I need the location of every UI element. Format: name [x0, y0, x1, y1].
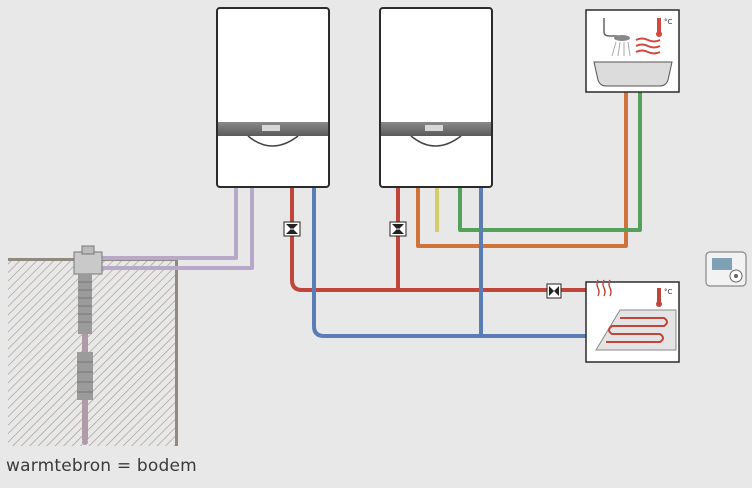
supply-pipes — [290, 187, 600, 292]
valve-icon — [389, 221, 407, 237]
ground-probe-icon — [73, 245, 103, 445]
ground-loop-pipes — [100, 187, 254, 270]
wall-boiler-icon — [216, 7, 330, 188]
svg-text:°C: °C — [664, 288, 673, 296]
wall-boiler-icon — [379, 7, 493, 188]
hot-water-pipe — [416, 92, 628, 248]
svg-text:°C: °C — [664, 18, 673, 26]
cold-water-pipe — [458, 92, 642, 232]
caption-heat-source: warmtebron = bodem — [6, 456, 197, 476]
thermostat-icon — [705, 251, 747, 287]
shower-bath-icon: °C — [585, 9, 680, 93]
valve-icon — [546, 283, 562, 299]
return-pipes — [312, 187, 600, 338]
valve-icon — [283, 221, 301, 237]
floor-heating-icon: °C — [585, 279, 680, 363]
